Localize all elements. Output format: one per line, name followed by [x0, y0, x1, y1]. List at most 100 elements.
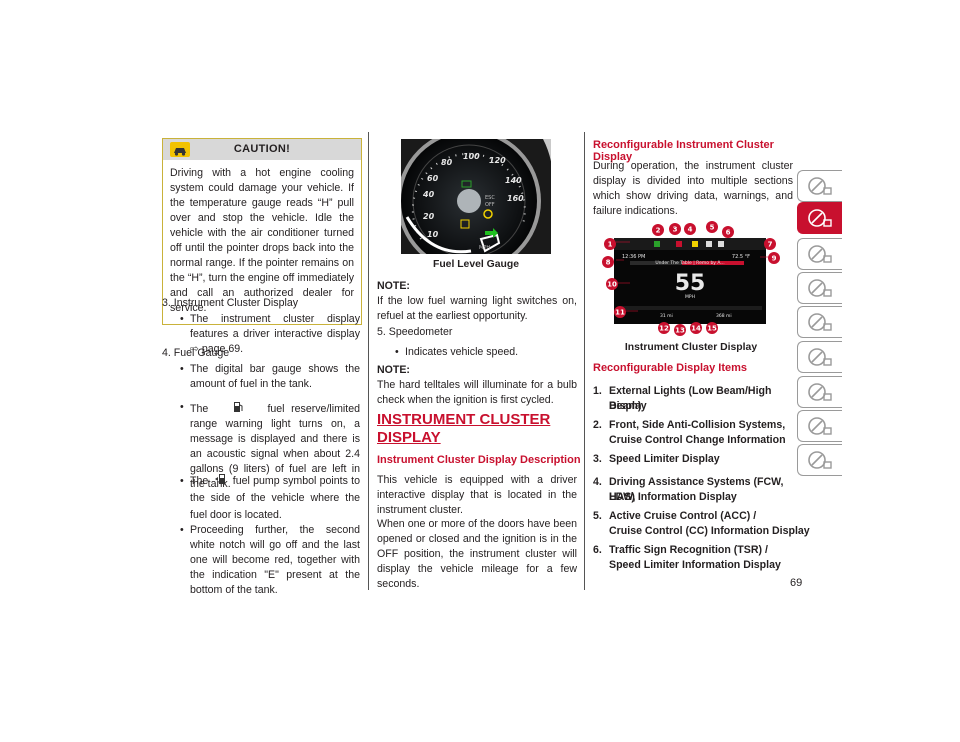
caution-title: CAUTION! — [233, 143, 291, 155]
item-4-bullet-4: Proceeding further, the second white not… — [180, 523, 360, 598]
page-number: 69 — [790, 577, 803, 589]
display-item-line-2: Speed Limiter Information Display — [609, 559, 781, 571]
tab-service[interactable] — [797, 341, 842, 373]
display-item-number: 6. — [593, 544, 602, 556]
display-item-number: 4. — [593, 476, 602, 488]
display-speed: 55 — [675, 271, 706, 296]
tab-car-info[interactable] — [797, 170, 842, 202]
svg-text:MPH: MPH — [479, 245, 490, 251]
display-time: 12:36 PM — [622, 254, 645, 260]
item-5-bullet: Indicates vehicle speed. — [395, 345, 575, 360]
display-item-line-1: External Lights (Low Beam/High Beam) — [609, 385, 772, 412]
column-rule-left — [368, 132, 369, 590]
description-subtitle: Instrument Cluster Display Description — [377, 454, 581, 466]
tab-search[interactable] — [797, 410, 842, 442]
tab-roadside[interactable] — [797, 306, 842, 338]
display-item-number: 3. — [593, 453, 602, 465]
svg-text:60: 60 — [427, 174, 439, 183]
reconfigurable-subtitle: Reconfigurable Instrument Cluster Displa… — [593, 139, 774, 163]
callout-8: 8 — [602, 256, 614, 268]
svg-text:1: 1 — [608, 241, 613, 249]
note-1: NOTE: If the low fuel warning light swit… — [377, 279, 577, 324]
roadside-icon — [808, 313, 832, 331]
callout-2: 2 — [652, 224, 664, 236]
caution-header: CAUTION! — [163, 139, 361, 160]
callout-14: 14 — [690, 322, 702, 334]
item-4-bullet-1: The digital bar gauge shows the amount o… — [180, 362, 360, 392]
callout-11: 11 — [614, 306, 626, 318]
display-item-line-1: Driving Assistance Systems (FCW, LDW, — [609, 476, 784, 503]
svg-text:OFF: OFF — [485, 202, 495, 208]
page-ref-link[interactable]: page 69. — [201, 343, 244, 355]
tab-language[interactable] — [797, 444, 842, 476]
svg-text:9: 9 — [772, 255, 777, 263]
svg-text:100: 100 — [463, 152, 480, 161]
svg-text:15: 15 — [707, 325, 717, 333]
callout-15: 15 — [706, 322, 718, 334]
tab-specs[interactable] — [797, 376, 842, 408]
callout-13: 13 — [674, 324, 686, 336]
svg-text:ESC: ESC — [485, 195, 495, 201]
display-caption: Instrument Cluster Display — [624, 342, 758, 353]
caution-text: Driving with a hot engine cooling system… — [170, 167, 354, 314]
svg-text:6: 6 — [726, 229, 731, 237]
cluster-display-screen: 12:36 PM 72.5 °F Under The Table | Remo … — [602, 221, 780, 336]
item-4-bullet-3-pre: The — [190, 475, 209, 487]
display-item-line-1: Front, Side Anti-Collision Systems, — [609, 419, 786, 431]
note-1-text: If the low fuel warning light switches o… — [377, 295, 577, 322]
display-unit: MPH — [685, 294, 695, 300]
warning-lights-icon — [808, 209, 832, 227]
svg-text:11: 11 — [615, 309, 625, 317]
svg-text:40: 40 — [422, 190, 435, 199]
airbag-icon — [808, 279, 832, 297]
language-icon — [808, 451, 832, 469]
tab-steering-wheel[interactable] — [797, 238, 842, 270]
display-trip: 368 mi — [716, 313, 732, 319]
callout-7: 7 — [764, 238, 776, 250]
svg-text:140: 140 — [505, 176, 522, 185]
note-1-label: NOTE: — [377, 280, 410, 292]
tab-airbag[interactable] — [797, 272, 842, 304]
svg-text:2: 2 — [656, 227, 661, 235]
svg-text:7: 7 — [768, 241, 773, 249]
svg-text:20: 20 — [423, 212, 435, 221]
callout-1: 1 — [604, 238, 616, 250]
callout-10: 10 — [606, 278, 618, 290]
item-4-bullet-3: The fuel pump symbol points to the side … — [180, 473, 360, 524]
svg-text:5: 5 — [710, 224, 715, 232]
display-item-line-2: Cruise Control Change Information — [609, 434, 786, 446]
specs-icon — [808, 383, 832, 401]
callout-5: 5 — [706, 221, 718, 233]
tab-warning-lights[interactable] — [797, 202, 842, 234]
car-info-icon — [808, 177, 832, 195]
svg-text:14: 14 — [691, 325, 701, 333]
display-temp: 72.5 °F — [732, 254, 750, 260]
column-rule-right — [584, 132, 585, 590]
fuel-pump-icon — [214, 474, 225, 484]
display-item-line-2: Display — [609, 400, 647, 412]
section-title-line-1: INSTRUMENT CLUSTER — [377, 411, 551, 428]
svg-text:13: 13 — [675, 327, 685, 335]
display-item-line-2: Cruise Control (CC) Information Display — [609, 525, 810, 537]
service-icon — [808, 348, 832, 366]
svg-text:3: 3 — [673, 226, 678, 234]
item-4-bullet-3-post: fuel pump symbol points to the side of t… — [190, 475, 360, 521]
svg-text:120: 120 — [489, 156, 506, 165]
steering-wheel-icon — [808, 245, 832, 263]
callout-6: 6 — [722, 226, 734, 238]
svg-text:4: 4 — [688, 226, 693, 234]
page-ref-arrow-icon: ⇨ — [190, 343, 199, 355]
item-5-heading: 5. Speedometer — [377, 326, 453, 338]
warning-car-icon — [170, 142, 190, 157]
section-title: INSTRUMENT CLUSTER DISPLAY — [377, 411, 577, 447]
callout-9: 9 — [768, 252, 780, 264]
description-para-1: This vehicle is equipped with a driver i… — [377, 474, 577, 516]
display-item-line-1: Speed Limiter Display — [609, 453, 720, 465]
item-3-bullet: The instrument cluster display features … — [180, 312, 360, 357]
item-3-heading: 3. Instrument Cluster Display — [162, 297, 299, 309]
item-4-bullet-2-pre: The — [190, 403, 209, 415]
gauge-caption: Fuel Level Gauge — [432, 259, 520, 270]
cluster-display-image: 12:36 PM 72.5 °F Under The Table | Remo … — [600, 220, 782, 338]
